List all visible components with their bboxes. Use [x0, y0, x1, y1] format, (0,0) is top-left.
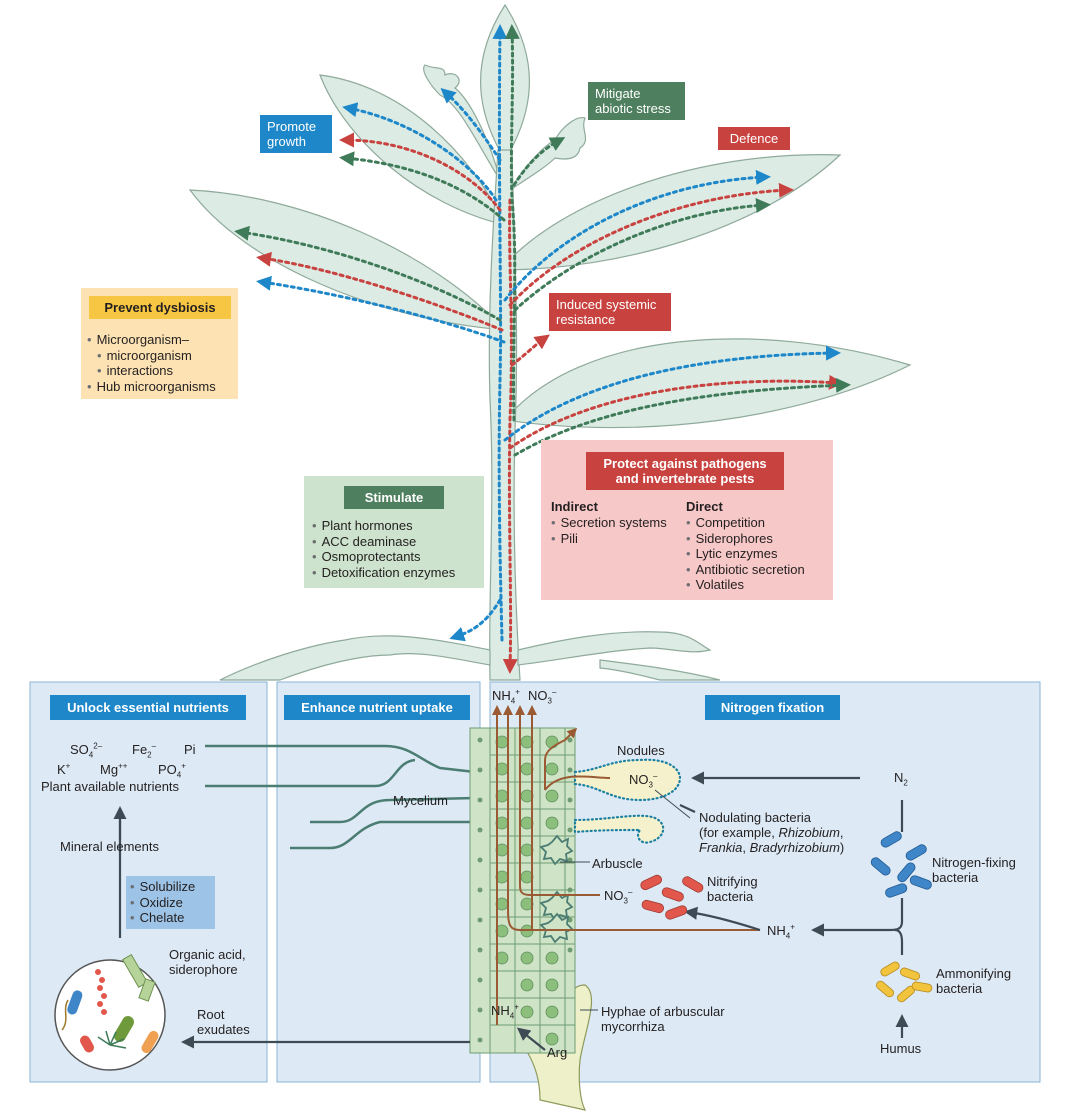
nh4-top-label: NH4+: [492, 687, 520, 706]
dysbiosis-item-cont: interactions: [87, 363, 216, 379]
nitrifying-no3-label: NO3–: [604, 887, 633, 906]
unlock-actions-box: Solubilize Oxidize Chelate: [126, 876, 215, 929]
nh4-root-label: NH4+: [491, 1002, 519, 1021]
direct-item: Siderophores: [686, 531, 805, 547]
prevent-dysbiosis-title: Prevent dysbiosis: [89, 296, 231, 319]
green-trunk: [504, 24, 520, 422]
mycelium-lines: [205, 744, 476, 850]
prevent-dysbiosis-list: Microorganism– microorganism interaction…: [87, 332, 216, 394]
plant-available-nutrients-label: Plant available nutrients: [41, 779, 180, 794]
dysbiosis-item: Microorganism–: [87, 332, 216, 348]
direct-item: Antibiotic secretion: [686, 562, 805, 578]
unlock-action-item: Oxidize: [130, 895, 195, 911]
protect-title: Protect against pathogens and invertebra…: [586, 452, 784, 490]
protect-box: Protect against pathogens and invertebra…: [541, 440, 833, 600]
nodules: [573, 758, 682, 844]
root-right: [517, 631, 712, 666]
dysbiosis-item-cont: microorganism: [87, 348, 216, 364]
indirect-item: Secretion systems: [551, 515, 667, 531]
root-right-branch: [599, 659, 721, 681]
no3-top-label: NO3–: [528, 687, 557, 706]
so4-label: SO42–: [70, 741, 103, 760]
stimulate-item: Detoxification enzymes: [312, 565, 456, 581]
indirect-item: Pili: [551, 531, 667, 547]
flower-right: [509, 117, 587, 191]
red-trunk: [502, 198, 518, 674]
nitrogen-fixing-bacteria: [870, 831, 932, 898]
nitrifying-bacteria-label: Nitrifying bacteria: [707, 874, 758, 904]
leaf-right: [498, 154, 842, 271]
po4-label: PO4+: [158, 761, 186, 780]
organic-acid-label: Organic acid, siderophore: [169, 947, 246, 977]
nh4-mid-label: NH4+: [767, 922, 795, 941]
protect-direct-list: Competition Siderophores Lytic enzymes A…: [686, 515, 805, 593]
ammonifying-bacteria: [876, 961, 933, 1003]
mitigate-abiotic-stress-tag: Mitigate abiotic stress: [588, 82, 685, 120]
mineral-elements-label: Mineral elements: [60, 839, 159, 854]
nodule-2: [573, 814, 665, 844]
humus-label: Humus: [880, 1041, 922, 1056]
nitrifying-bacteria: [640, 874, 704, 920]
panel-enhance: [276, 681, 481, 1083]
dysbiosis-item: Hub microorganisms: [87, 379, 216, 395]
stimulate-item: Plant hormones: [312, 518, 455, 534]
bud-top: [480, 3, 530, 162]
promote-growth-tag: Promote growth: [260, 115, 332, 153]
unlock-action-item: Solubilize: [130, 879, 196, 895]
nodules-label: Nodules: [617, 743, 665, 758]
direct-item: Volatiles: [686, 577, 805, 593]
defence-tag: Defence: [718, 127, 790, 150]
nodule-no3-label: NO3–: [629, 771, 658, 790]
arbuscle-label: Arbuscle: [592, 856, 643, 871]
mg-label: Mg++: [100, 761, 128, 777]
arbuscules: [539, 834, 574, 944]
stimulate-item: Osmoprotectants: [312, 549, 455, 565]
nitrogen-transport: [492, 705, 760, 1025]
root-left: [219, 635, 491, 681]
nodulating-leader: [654, 789, 691, 819]
k-label: K+: [57, 761, 71, 777]
prevent-dysbiosis-box: Prevent dysbiosis Microorganism– microor…: [81, 288, 238, 399]
blue-trunk: [492, 24, 508, 642]
ammonifying-bacteria-label: Ammonifying bacteria: [936, 966, 1012, 996]
leaf-lower-right: [503, 338, 912, 429]
stimulate-item: ACC deaminase: [312, 534, 455, 550]
nitrogen-panel-title: Nitrogen fixation: [705, 695, 840, 720]
signal-arrows: [234, 24, 851, 674]
soil-microbe-circle: [54, 953, 166, 1071]
stimulate-list: Plant hormones ACC deaminase Osmoprotect…: [312, 518, 456, 581]
protect-direct-title: Direct: [686, 499, 723, 514]
nodulating-bacteria-label: Nodulating bacteria (for example, Rhizob…: [699, 810, 845, 855]
stimulate-box: Stimulate Plant hormones ACC deaminase O…: [304, 476, 484, 588]
epidermis-dots: [477, 737, 573, 1043]
protect-indirect-list: Secretion systems Pili: [551, 515, 667, 546]
direct-item: Lytic enzymes: [686, 546, 805, 562]
nodule-1: [573, 758, 682, 802]
root-cell-nuclei: [495, 735, 559, 1046]
mycelium-label: Mycelium: [393, 793, 448, 808]
direct-item: Competition: [686, 515, 805, 531]
fe-label: Fe2–: [132, 741, 157, 760]
enhance-panel-title: Enhance nutrient uptake: [284, 695, 470, 720]
nitrogen-fixing-bacteria-label: Nitrogen-fixing bacteria: [932, 855, 1016, 885]
unlock-panel-title: Unlock essential nutrients: [50, 695, 246, 720]
hyphae-label: Hyphae of arbuscular mycorrhiza: [601, 1004, 725, 1034]
pi-label: Pi: [184, 742, 196, 757]
induced-systemic-resistance-tag: Induced systemic resistance: [549, 293, 671, 331]
protect-indirect-title: Indirect: [551, 499, 598, 514]
arg-label: Arg: [547, 1045, 568, 1060]
unlock-action-item: Chelate: [130, 910, 195, 926]
root-exudates-label: Root exudates: [197, 1007, 250, 1037]
stimulate-title: Stimulate: [344, 486, 444, 509]
n2-label: N2: [894, 770, 908, 788]
process-arrows: [113, 771, 909, 1051]
